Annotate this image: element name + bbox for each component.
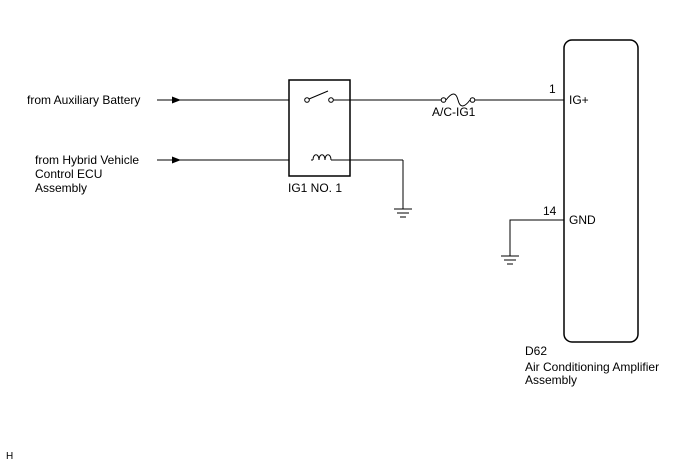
relay-ig1: IG1 NO. 1 — [288, 79, 441, 195]
hv-ecu-label-line-3: Assembly — [35, 181, 87, 195]
amplifier-name-line-1: Air Conditioning Amplifier — [525, 360, 659, 374]
relay-ground-icon — [394, 208, 412, 218]
pin-14-name: GND — [569, 213, 596, 227]
hv-ecu-label-line-2: Control ECU — [35, 167, 102, 181]
pin-14-number: 14 — [543, 204, 557, 218]
aux-battery-label: from Auxiliary Battery — [27, 93, 140, 107]
relay-label: IG1 NO. 1 — [288, 181, 342, 195]
hv-ecu-arrow-icon — [172, 156, 181, 164]
fuse-icon — [440, 93, 476, 107]
amplifier-connector-code: D62 — [525, 344, 547, 358]
pin-1-number: 1 — [549, 82, 556, 96]
pin-1-name: IG+ — [569, 93, 589, 107]
aux-battery-arrow-icon — [172, 96, 181, 104]
amplifier-ground-icon — [501, 255, 519, 265]
amplifier-box — [563, 39, 639, 343]
fuse-label: A/C-IG1 — [432, 105, 476, 119]
relay-switch-icon — [304, 90, 334, 103]
relay-coil-icon — [311, 154, 403, 161]
amplifier-name-line-2: Assembly — [525, 373, 577, 387]
amplifier-gnd-wire — [509, 219, 564, 256]
hv-ecu-label-line-1: from Hybrid Vehicle — [35, 153, 139, 167]
corner-mark: H — [6, 451, 13, 462]
